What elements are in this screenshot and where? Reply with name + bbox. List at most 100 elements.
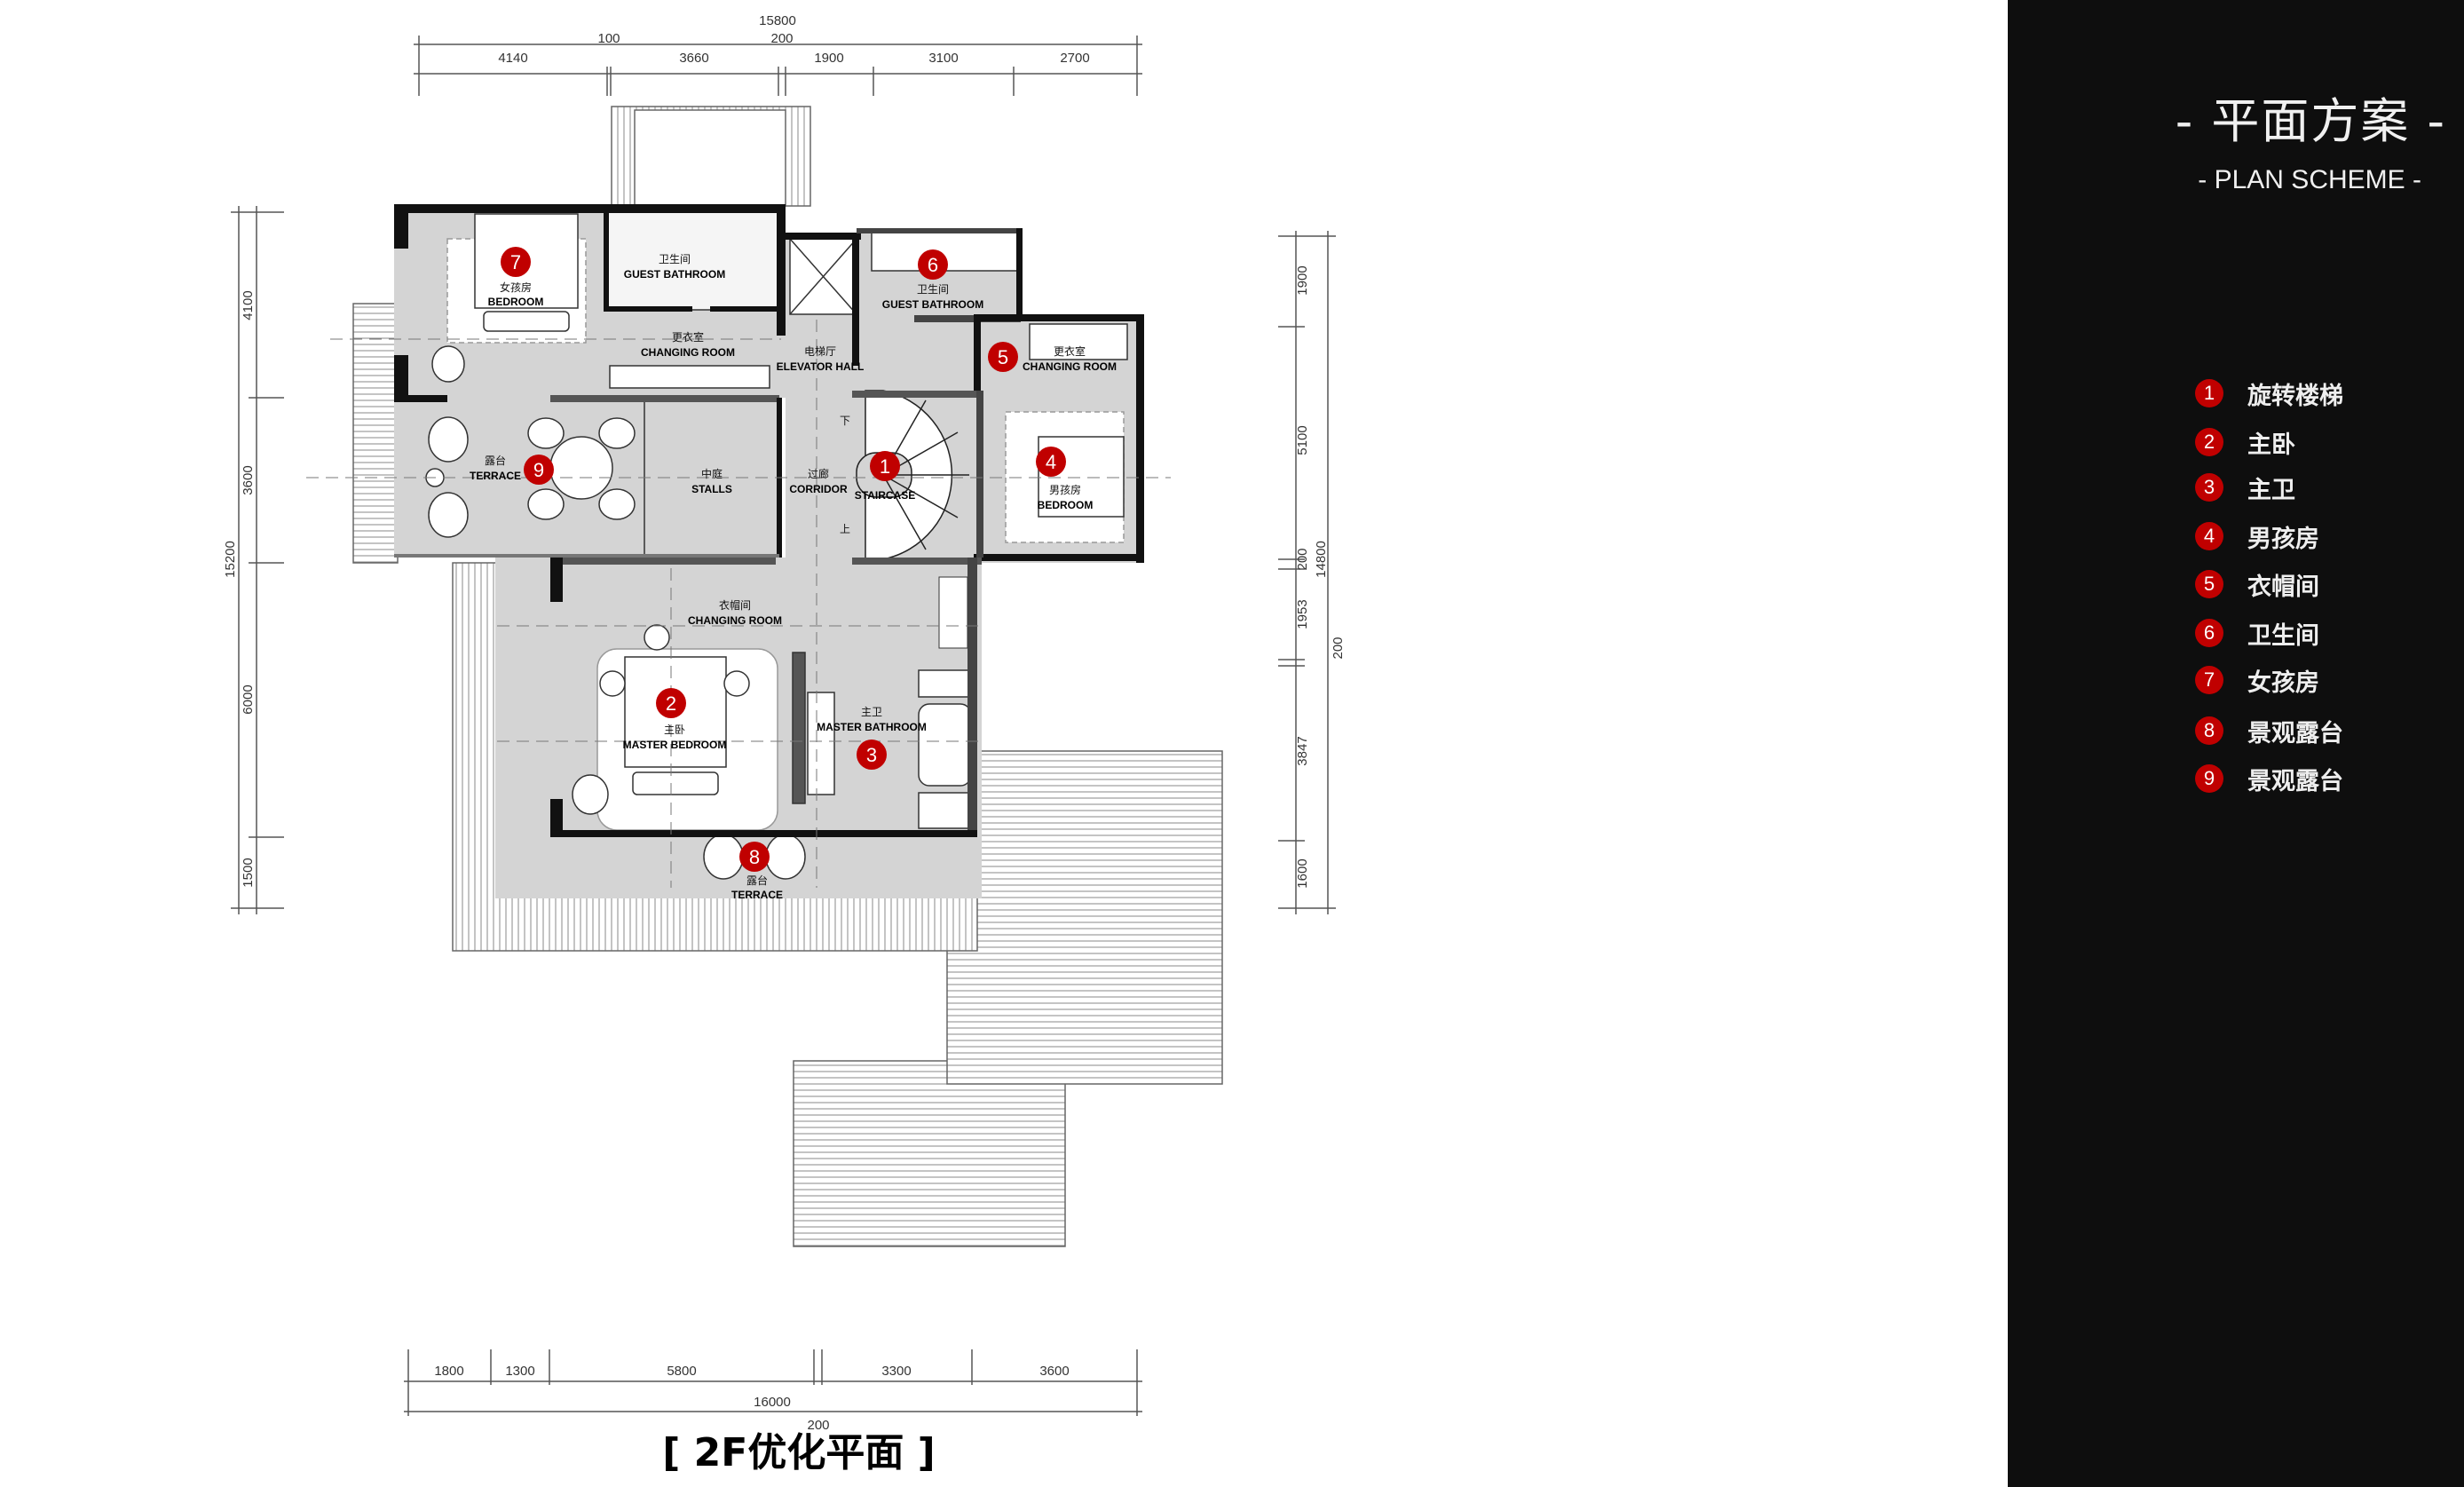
svg-text:2: 2 <box>666 692 676 715</box>
dim-bottom-5: 3600 <box>1039 1364 1069 1379</box>
badge-1: 1 <box>870 451 900 481</box>
svg-text:露台: 露台 <box>746 874 768 887</box>
dim-right-1: 1900 <box>1295 265 1310 295</box>
svg-text:6: 6 <box>928 254 938 276</box>
floor-plan: 15800 4140 100 3660 200 1900 3100 2700 4… <box>223 13 1346 1433</box>
dim-bottom-extra: 200 <box>807 1418 829 1433</box>
svg-text:CHANGING ROOM: CHANGING ROOM <box>688 614 782 627</box>
panel-title: - 平面方案 - <box>2175 93 2446 149</box>
badge-8: 8 <box>739 842 770 872</box>
svg-text:CHANGING ROOM: CHANGING ROOM <box>641 346 735 359</box>
legend-label: 旋转楼梯 <box>2247 382 2343 410</box>
legend-label: 景观露台 <box>2247 767 2343 795</box>
dim-bottom-total: 16000 <box>754 1395 791 1410</box>
svg-text:STAIRCASE: STAIRCASE <box>855 489 915 502</box>
legend-item: 9 景观露台 <box>2195 763 2343 795</box>
badge-4: 4 <box>1036 447 1066 477</box>
dimension-left <box>231 206 284 914</box>
legend-badge: 5 <box>2195 570 2223 598</box>
svg-text:女孩房: 女孩房 <box>500 281 532 294</box>
badge-7: 7 <box>501 247 531 277</box>
svg-text:中庭: 中庭 <box>701 467 723 480</box>
legend-label: 卫生间 <box>2247 621 2319 650</box>
legend-label: 景观露台 <box>2247 719 2343 747</box>
legend-badge: 3 <box>2195 473 2223 502</box>
svg-text:4: 4 <box>1046 451 1056 473</box>
badge-2: 2 <box>656 688 686 718</box>
label-master-changing-room: 衣帽间 CHANGING ROOM <box>688 598 782 627</box>
svg-text:男孩房: 男孩房 <box>1049 483 1081 496</box>
dim-top-2: 100 <box>597 31 620 46</box>
legend-badge: 8 <box>2195 716 2223 745</box>
panel-subtitle: - PLAN SCHEME - <box>2198 165 2421 194</box>
stair-up-label: 上 <box>840 523 850 535</box>
room-badges: 7 6 5 9 1 4 2 3 8 <box>501 247 1066 872</box>
stair-down-label: 下 <box>840 415 850 427</box>
dim-left-3: 6000 <box>241 684 256 714</box>
legend-badge: 9 <box>2195 764 2223 793</box>
badge-5: 5 <box>988 342 1018 372</box>
dim-right-3: 200 <box>1295 548 1310 570</box>
dim-bottom-2: 1300 <box>505 1364 534 1379</box>
svg-text:BEDROOM: BEDROOM <box>1038 499 1094 511</box>
svg-text:STALLS: STALLS <box>691 483 732 495</box>
label-staircase: STAIRCASE <box>855 489 915 502</box>
dim-bottom-1: 1800 <box>434 1364 463 1379</box>
dim-right-5: 3847 <box>1295 736 1310 765</box>
dim-left-4: 1500 <box>241 858 256 887</box>
label-guest-bathroom-left: 卫生间 GUEST BATHROOM <box>624 253 725 281</box>
svg-text:衣帽间: 衣帽间 <box>719 598 751 612</box>
legend-label: 衣帽间 <box>2247 573 2319 601</box>
dim-top-1: 4140 <box>498 51 527 66</box>
dim-right-total: 14800 <box>1314 541 1329 578</box>
legend-item: 8 景观露台 <box>2195 716 2343 747</box>
svg-text:GUEST BATHROOM: GUEST BATHROOM <box>624 268 725 281</box>
legend-label: 女孩房 <box>2247 668 2319 697</box>
svg-text:5: 5 <box>998 346 1008 368</box>
svg-text:卫生间: 卫生间 <box>659 253 691 265</box>
svg-text:TERRACE: TERRACE <box>470 470 521 482</box>
label-master-bedroom: 主卧 MASTER BEDROOM <box>623 724 727 751</box>
legend-label: 男孩房 <box>2247 525 2319 553</box>
svg-text:电梯厅: 电梯厅 <box>804 345 836 358</box>
svg-text:MASTER BEDROOM: MASTER BEDROOM <box>623 739 727 751</box>
svg-text:MASTER BATHROOM: MASTER BATHROOM <box>817 721 927 733</box>
dim-top-4: 200 <box>770 31 793 46</box>
svg-text:主卧: 主卧 <box>664 724 685 736</box>
dim-right-2: 5100 <box>1295 425 1310 455</box>
label-terrace-9: 露台 TERRACE <box>470 454 521 482</box>
svg-text:CHANGING ROOM: CHANGING ROOM <box>1023 360 1117 373</box>
svg-text:GUEST BATHROOM: GUEST BATHROOM <box>882 298 983 311</box>
dim-top-6: 3100 <box>928 51 958 66</box>
dim-left-2: 3600 <box>241 465 256 494</box>
badge-9: 9 <box>524 455 554 485</box>
svg-text:7: 7 <box>510 251 521 273</box>
label-stalls: 中庭 STALLS <box>691 467 732 495</box>
label-master-bathroom: 主卫 MASTER BATHROOM <box>817 706 927 733</box>
badge-3: 3 <box>857 740 887 770</box>
svg-text:露台: 露台 <box>485 454 506 467</box>
dim-right-extra: 200 <box>1331 637 1346 659</box>
svg-text:更衣室: 更衣室 <box>672 330 704 344</box>
axis-lines <box>306 320 1171 888</box>
svg-text:更衣室: 更衣室 <box>1054 344 1086 358</box>
dimension-right <box>1278 231 1336 914</box>
badge-6: 6 <box>918 249 948 280</box>
dimension-top <box>414 36 1142 96</box>
label-changing-room-right: 更衣室 CHANGING ROOM <box>1023 344 1117 373</box>
svg-text:8: 8 <box>749 846 760 868</box>
svg-text:主卫: 主卫 <box>861 706 882 718</box>
dim-top-7: 2700 <box>1060 51 1089 66</box>
svg-text:过廊: 过廊 <box>808 467 829 480</box>
